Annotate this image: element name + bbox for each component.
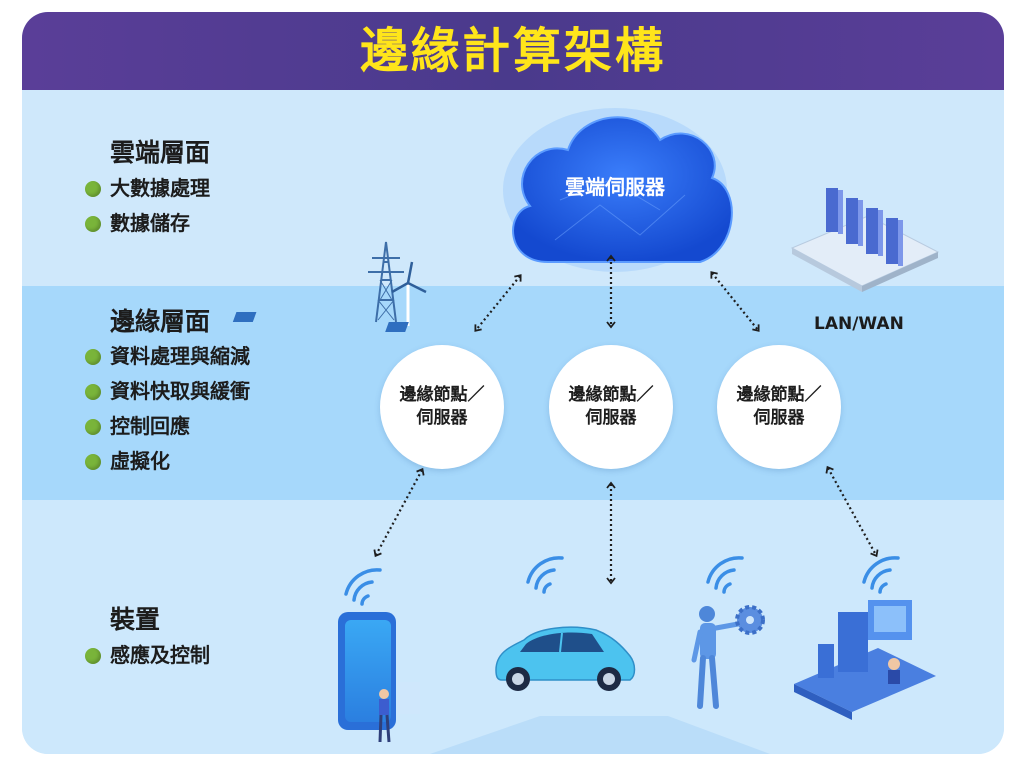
edge-node-label-line2: 伺服器 bbox=[416, 408, 468, 428]
cloud-server-icon bbox=[503, 108, 733, 272]
list-item: 大數據處理 bbox=[85, 171, 210, 206]
diagram-title: 邊緣計算架構 bbox=[359, 23, 666, 79]
wifi-signal-icon bbox=[344, 568, 382, 606]
car-icon bbox=[495, 626, 636, 691]
tablet-person-icon bbox=[338, 612, 420, 743]
bullet-icon bbox=[85, 453, 101, 470]
server-rack-icon bbox=[790, 188, 940, 292]
bullet-icon bbox=[85, 418, 101, 435]
bullet-icon bbox=[85, 348, 101, 365]
wifi-signal-icon bbox=[526, 556, 564, 594]
bullet-icon bbox=[85, 215, 101, 232]
floor-highlight bbox=[430, 716, 770, 754]
edge-node-2: 邊緣節點／ 伺服器 bbox=[549, 345, 673, 469]
arrow-cloud-node1 bbox=[474, 274, 522, 332]
edge-layer-list: 資料處理與縮減 資料快取與緩衝 控制回應 虛擬化 bbox=[85, 339, 250, 479]
arrow-cloud-node3 bbox=[710, 271, 760, 332]
edge-layer-info: 邊緣層面 bbox=[110, 302, 210, 348]
wifi-signal-icon bbox=[706, 556, 744, 594]
factory-machine-icon bbox=[794, 600, 936, 720]
device-layer-title: 裝置 bbox=[110, 605, 161, 634]
cloud-layer-list: 大數據處理 數據儲存 bbox=[85, 171, 210, 241]
cloud-server-label: 雲端伺服器 bbox=[565, 175, 665, 199]
connection-arrows bbox=[373, 254, 879, 585]
wifi-signal-icon bbox=[862, 556, 900, 594]
edge-layer-title: 邊緣層面 bbox=[110, 307, 211, 336]
list-item: 資料處理與縮減 bbox=[85, 339, 250, 374]
list-item: 資料快取與緩衝 bbox=[85, 374, 250, 409]
title-bar: 邊緣計算架構 bbox=[22, 12, 1004, 90]
edge-node-label-line1: 邊緣節點／ bbox=[399, 385, 485, 405]
list-item: 數據儲存 bbox=[85, 206, 210, 241]
robot-gear-icon bbox=[691, 605, 765, 709]
bullet-icon bbox=[85, 383, 101, 400]
bullet-icon bbox=[85, 180, 101, 197]
device-layer-list: 感應及控制 bbox=[85, 638, 210, 673]
edge-node-label-line2: 伺服器 bbox=[585, 408, 637, 428]
arrow-node1-device bbox=[373, 467, 425, 558]
cloud-layer-title: 雲端層面 bbox=[110, 138, 211, 167]
network-label: LAN/WAN bbox=[814, 314, 904, 334]
list-item: 虛擬化 bbox=[85, 444, 250, 479]
list-item: 控制回應 bbox=[85, 409, 250, 444]
power-tower-wind-turbine-icon bbox=[232, 241, 427, 332]
edge-node-3: 邊緣節點／ 伺服器 bbox=[717, 345, 841, 469]
edge-node-label-line2: 伺服器 bbox=[753, 408, 805, 428]
edge-node-label-line1: 邊緣節點／ bbox=[568, 385, 654, 405]
list-item: 感應及控制 bbox=[85, 638, 210, 673]
cloud-layer-info: 雲端層面 bbox=[110, 133, 210, 179]
device-layer-info: 裝置 bbox=[110, 600, 160, 646]
edge-node-1: 邊緣節點／ 伺服器 bbox=[380, 345, 504, 469]
edge-node-label-line1: 邊緣節點／ bbox=[736, 385, 822, 405]
bullet-icon bbox=[85, 647, 101, 664]
arrow-node3-device bbox=[825, 465, 879, 558]
